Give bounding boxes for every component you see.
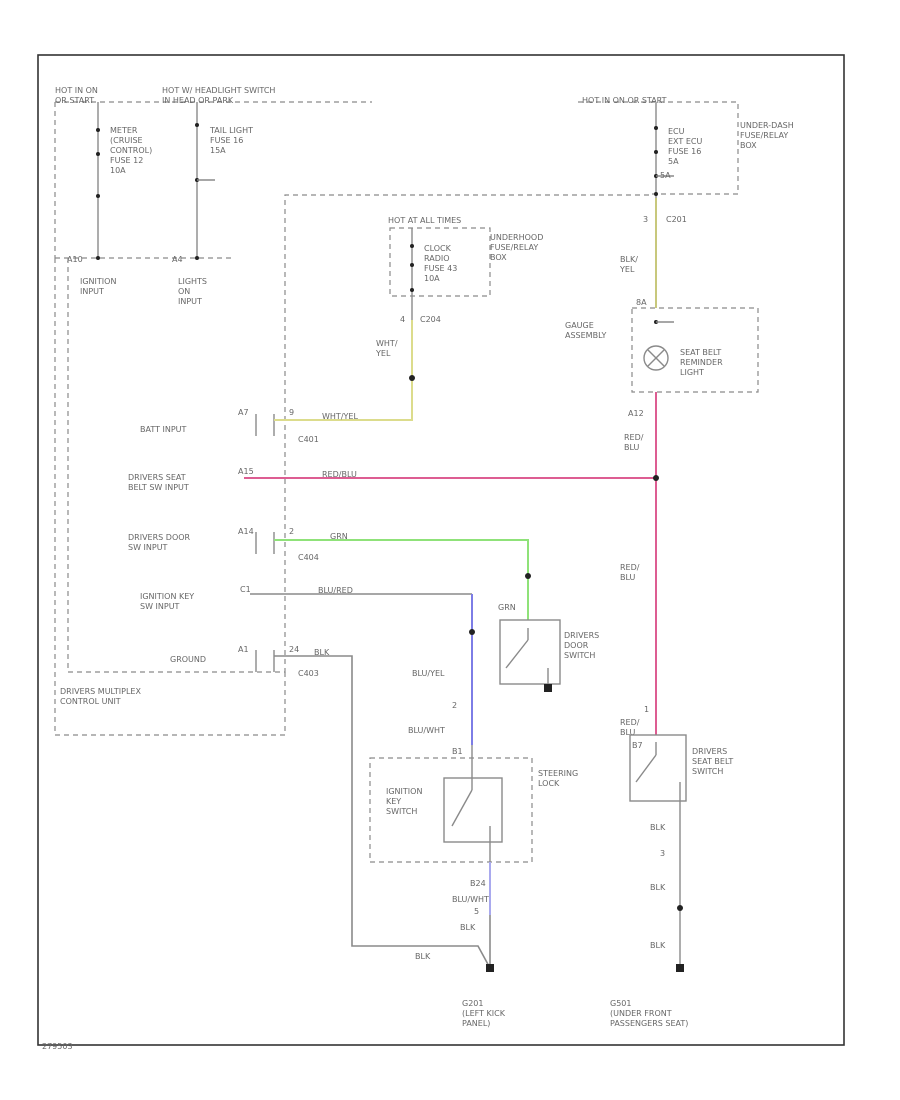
blk-g201-label: BLK (415, 952, 431, 961)
red-blu-a-label: RED/BLU (624, 433, 644, 452)
pin-24-label: 24 (289, 645, 299, 654)
seat-belt-light-bulb (643, 345, 669, 371)
pin-2a-label: 2 (289, 527, 294, 536)
blu-yel-label: BLU/YEL (412, 669, 445, 678)
wht-yel-h-label: WHT/YEL (322, 412, 358, 421)
blu-wht-label: BLU/WHT (408, 726, 445, 735)
hot-at-all-times-label: HOT AT ALL TIMES (388, 216, 461, 225)
pin-3b-label: 3 (660, 849, 665, 858)
red-blu-b-label: RED/BLU (620, 563, 640, 582)
pin-1-label: 1 (644, 705, 649, 714)
pin-a1-label: A1 (238, 645, 249, 654)
blk-d-label: BLK (650, 941, 666, 950)
pin-a4-label: A4 (172, 255, 183, 264)
pin-b1-label: B1 (452, 747, 463, 756)
pin-4-label: 4 (400, 315, 405, 324)
blk-b-label: BLK (650, 823, 666, 832)
pin-a12-label: A12 (628, 409, 644, 418)
wire-wht-yel (274, 320, 413, 421)
blu-red-label: BLU/RED (318, 586, 353, 595)
diagram-frame (37, 54, 845, 1046)
pin-c1-label: C1 (240, 585, 251, 594)
ground-label: GROUND (170, 655, 206, 664)
blk-c403-label: BLK (314, 648, 330, 657)
footer-code: 279503 (42, 1042, 73, 1051)
wire-blk-ground (274, 655, 491, 969)
pin-a7-label: A7 (238, 408, 249, 417)
pin-8a-label: 8A (636, 298, 647, 307)
pin-2b-label: 2 (452, 701, 457, 710)
pin-3a-label: 3 (643, 215, 648, 224)
hot-run-start-right-label: HOT IN ON OR START (582, 96, 667, 105)
pin-9-label: 9 (289, 408, 294, 417)
wht-yel-vertical-label: WHT/YEL (375, 339, 398, 358)
pin-b24-label: B24 (470, 879, 486, 888)
blk-yel-label: BLK/YEL (619, 255, 638, 274)
wire-grn (274, 539, 529, 620)
pin-a10-label: A10 (67, 255, 83, 264)
pin-a14-label: A14 (238, 527, 254, 536)
pin-5a-label: 5A (660, 171, 671, 180)
blk-c-label: BLK (650, 883, 666, 892)
blu-wht-b-label: BLU/WHT (452, 895, 489, 904)
c201-label: C201 (666, 215, 687, 224)
wire-red-blu-main (244, 477, 657, 695)
c403-label: C403 (298, 669, 319, 678)
c401-label: C401 (298, 435, 319, 444)
red-blu-h-label: RED/BLU (322, 470, 357, 479)
pin-b7-label: B7 (632, 741, 643, 750)
grn-v-label: GRN (498, 603, 516, 612)
blk-a-label: BLK (460, 923, 476, 932)
pin-a15-label: A15 (238, 467, 254, 476)
pin-5-label: 5 (474, 907, 479, 916)
ignition-key-switch (443, 777, 503, 843)
grn-h-label: GRN (330, 532, 348, 541)
c204-label: C204 (420, 315, 441, 324)
c404-label: C404 (298, 553, 319, 562)
red-blu-c-label: RED/BLU (620, 718, 640, 737)
batt-input-label: BATT INPUT (140, 425, 187, 434)
